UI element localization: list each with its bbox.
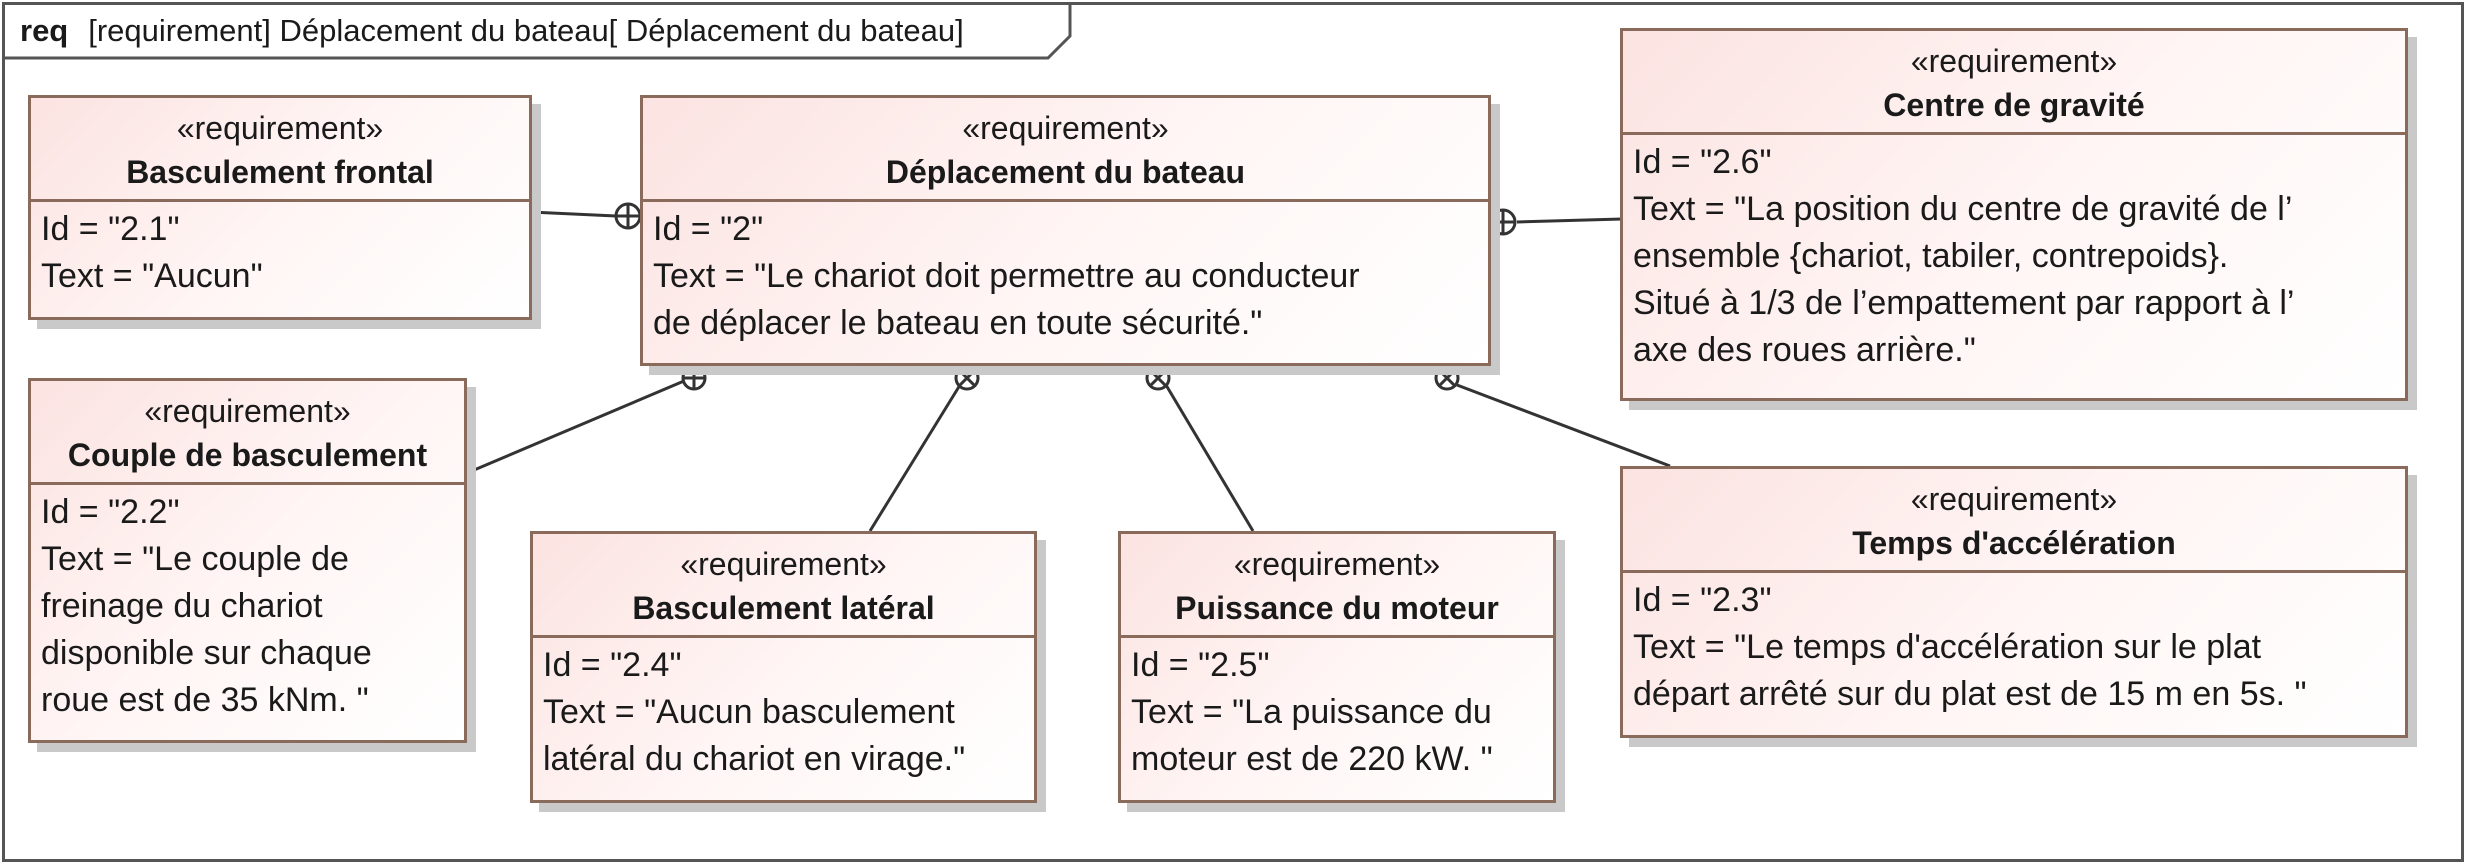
requirement-body: Id = "2.3" Text = "Le temps d'accélérati… xyxy=(1623,573,2405,718)
requirement-text: freinage du chariot xyxy=(41,587,323,625)
requirement-text: disponible sur chaque xyxy=(41,634,372,672)
containment-anchor-gravite xyxy=(1489,208,1517,236)
requirement-header: «requirement» Couple de basculement xyxy=(31,381,464,485)
requirement-lateral[interactable]: «requirement» Basculement latéral Id = "… xyxy=(530,531,1037,803)
frame-keyword: req xyxy=(20,13,69,48)
requirement-text: de déplacer le bateau en toute sécurité.… xyxy=(653,304,1263,342)
frame-title: [requirement] Déplacement du bateau[ Dép… xyxy=(88,13,964,48)
requirement-body: Id = "2.2" Text = "Le couple de freinage… xyxy=(31,485,464,724)
requirement-text: Text = "Le couple de xyxy=(41,540,349,578)
requirement-name: Puissance du moteur xyxy=(1175,590,1499,626)
containment-anchor-couple xyxy=(681,365,707,391)
requirement-name: Centre de gravité xyxy=(1883,87,2145,123)
requirement-main[interactable]: «requirement» Déplacement du bateau Id =… xyxy=(640,95,1491,366)
requirement-id: Id = "2.1" xyxy=(41,210,180,248)
link-lateral[interactable] xyxy=(868,384,962,532)
requirement-text: Situé à 1/3 de l’empattement par rapport… xyxy=(1633,284,2295,322)
stereotype-label: «requirement» xyxy=(1910,43,2118,79)
stereotype-label: «requirement» xyxy=(1233,546,1441,582)
requirement-acceleration[interactable]: «requirement» Temps d'accélération Id = … xyxy=(1620,466,2408,738)
requirement-id: Id = "2.4" xyxy=(543,646,682,684)
requirement-text: latéral du chariot en virage." xyxy=(543,740,966,778)
containment-anchor-frontal xyxy=(614,202,642,230)
frame-label: req [requirement] Déplacement du bateau[ … xyxy=(20,12,964,50)
requirement-text: Text = "Aucun basculement xyxy=(543,693,955,731)
requirement-text: ensemble {chariot, tabiler, contrepoids}… xyxy=(1633,237,2229,275)
requirement-id: Id = "2.6" xyxy=(1633,143,1772,181)
requirement-name: Basculement latéral xyxy=(632,590,935,626)
requirement-text: roue est de 35 kNm. " xyxy=(41,681,369,719)
requirement-frontal[interactable]: «requirement» Basculement frontal Id = "… xyxy=(28,95,532,320)
link-acceleration[interactable] xyxy=(1456,383,1671,468)
stereotype-label: «requirement» xyxy=(1910,481,2118,517)
containment-anchor-puissance xyxy=(1145,365,1171,391)
stereotype-label: «requirement» xyxy=(176,110,384,146)
requirement-gravite[interactable]: «requirement» Centre de gravité Id = "2.… xyxy=(1620,28,2408,401)
requirement-text: Text = "La position du centre de gravité… xyxy=(1633,190,2293,228)
frame-label-tab xyxy=(2,2,1072,60)
requirement-couple[interactable]: «requirement» Couple de basculement Id =… xyxy=(28,378,467,743)
requirement-body: Id = "2.5" Text = "La puissance du moteu… xyxy=(1121,638,1553,783)
requirement-body: Id = "2.1" Text = "Aucun" xyxy=(31,202,529,300)
requirement-body: Id = "2" Text = "Le chariot doit permett… xyxy=(643,202,1488,347)
requirement-id: Id = "2.3" xyxy=(1633,581,1772,619)
link-gravite[interactable] xyxy=(1516,217,1623,224)
requirement-id: Id = "2.5" xyxy=(1131,646,1270,684)
requirement-name: Déplacement du bateau xyxy=(885,154,1246,190)
requirement-id: Id = "2.2" xyxy=(41,493,180,531)
containment-anchor-acceleration xyxy=(1434,365,1460,391)
requirement-id: Id = "2" xyxy=(653,210,764,248)
link-couple[interactable] xyxy=(466,379,685,475)
containment-anchor-lateral xyxy=(954,365,980,391)
requirement-name: Basculement frontal xyxy=(126,154,434,190)
requirement-header: «requirement» Déplacement du bateau xyxy=(643,98,1488,202)
requirement-header: «requirement» Basculement latéral xyxy=(533,534,1034,638)
requirement-text: départ arrêté sur du plat est de 15 m en… xyxy=(1633,675,2307,713)
requirement-body: Id = "2.4" Text = "Aucun basculement lat… xyxy=(533,638,1034,783)
stereotype-label: «requirement» xyxy=(144,393,351,429)
requirement-text: moteur est de 220 kW. " xyxy=(1131,740,1493,778)
link-puissance[interactable] xyxy=(1164,384,1255,532)
stereotype-label: «requirement» xyxy=(962,110,1169,146)
requirement-text: Text = "Aucun" xyxy=(41,257,263,295)
requirement-name: Couple de basculement xyxy=(67,437,428,473)
requirement-text: axe des roues arrière." xyxy=(1633,331,1976,369)
requirement-header: «requirement» Basculement frontal xyxy=(31,98,529,202)
requirement-header: «requirement» Temps d'accélération xyxy=(1623,469,2405,573)
requirement-name: Temps d'accélération xyxy=(1852,525,2176,561)
requirement-header: «requirement» Puissance du moteur xyxy=(1121,534,1553,638)
link-frontal[interactable] xyxy=(529,210,617,218)
requirement-text: Text = "La puissance du xyxy=(1131,693,1492,731)
requirement-header: «requirement» Centre de gravité xyxy=(1623,31,2405,135)
requirement-text: Text = "Le temps d'accélération sur le p… xyxy=(1633,628,2262,666)
requirement-puissance[interactable]: «requirement» Puissance du moteur Id = "… xyxy=(1118,531,1556,803)
requirement-text: Text = "Le chariot doit permettre au con… xyxy=(653,257,1360,295)
stereotype-label: «requirement» xyxy=(680,546,887,582)
requirement-body: Id = "2.6" Text = "La position du centre… xyxy=(1623,135,2405,374)
